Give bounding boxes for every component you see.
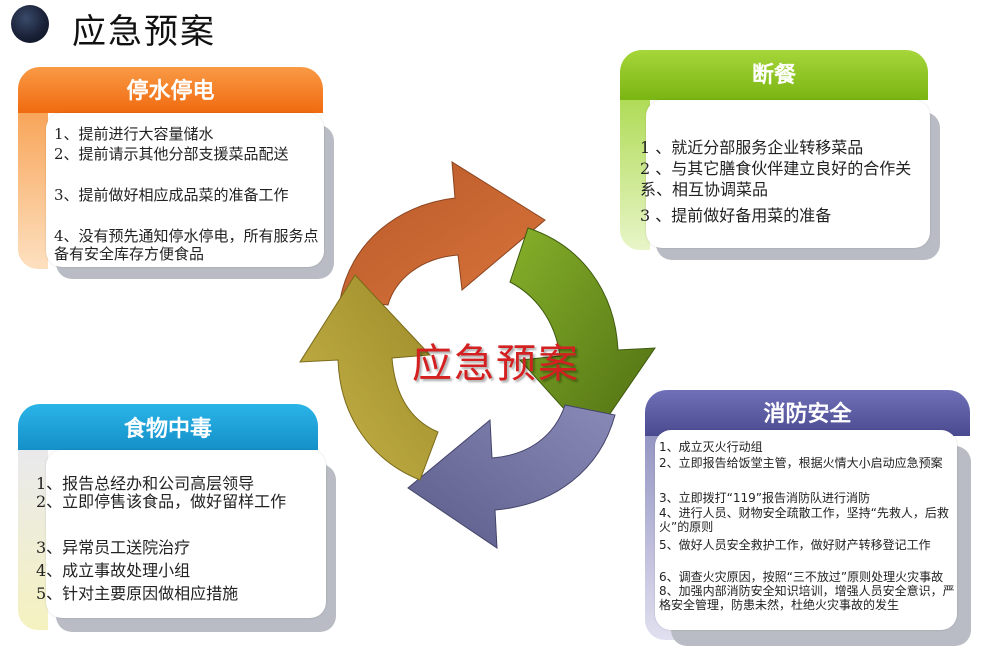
center-label: 应急预案 xyxy=(412,341,580,387)
arrow-bottom xyxy=(407,404,616,549)
arrow-right xyxy=(509,227,656,441)
card-fire-safety-item-4: 4、进行人员、财物安全疏散工作，坚持“先救人，后救火”的原则 xyxy=(659,506,949,534)
card-food-poison-item-2: 2、立即停售该食品，做好留样工作 xyxy=(36,492,287,511)
card-water-power-item-3: 3、提前做好相应成品菜的准备工作 xyxy=(54,186,289,204)
arrow-top xyxy=(339,161,546,306)
card-water-power: 停水停电 1、提前进行大容量储水 2、提前请示其他分部支援菜品配送 3、提前做好… xyxy=(18,67,334,279)
card-food-poison-title: 食物中毒 xyxy=(18,404,318,450)
card-meal-cut: 断餐 1 、就近分部服务企业转移菜品 2 、与其它膳食伙伴建立良好的合作关系、相… xyxy=(620,50,940,260)
card-food-poison-item-4: 4、成立事故处理小组 xyxy=(36,561,191,580)
page-title: 应急预案 xyxy=(72,12,216,52)
card-water-power-item-1: 1、提前进行大容量储水 xyxy=(54,125,214,143)
card-water-power-title: 停水停电 xyxy=(18,67,323,113)
card-fire-safety-item-5: 5、做好人员安全救护工作，做好财产转移登记工作 xyxy=(659,538,931,552)
card-meal-cut-item-3: 3 、提前做好备用菜的准备 xyxy=(640,206,832,225)
card-fire-safety-item-6: 6、调查火灾原因，按照“三不放过”原则处理火灾事故 8、加强内部消防安全知识培训… xyxy=(659,570,955,612)
card-water-power-item-4: 4、没有预先通知停水停电，所有服务点备有安全库存方便食品 xyxy=(54,227,319,263)
card-fire-safety-title: 消防安全 xyxy=(645,390,970,436)
card-meal-cut-item-1: 1 、就近分部服务企业转移菜品 xyxy=(640,138,864,157)
card-fire-safety-item-3: 3、立即拨打“119”报告消防队进行消防 xyxy=(659,491,870,505)
title-bullet-icon xyxy=(11,5,49,43)
card-water-power-item-2: 2、提前请示其他分部支援菜品配送 xyxy=(54,145,289,163)
card-food-poison-item-3: 3、异常员工送院治疗 xyxy=(36,538,191,557)
card-food-poison: 食物中毒 1、报告总经办和公司高层领导 2、立即停售该食品，做好留样工作 3、异… xyxy=(18,404,336,632)
card-food-poison-item-5: 5、针对主要原因做相应措施 xyxy=(36,584,239,603)
card-food-poison-item-1: 1、报告总经办和公司高层领导 xyxy=(36,474,255,493)
card-meal-cut-title: 断餐 xyxy=(620,50,928,100)
arrow-left xyxy=(299,274,439,481)
card-meal-cut-item-2: 2 、与其它膳食伙伴建立良好的合作关系、相互协调菜品 xyxy=(640,159,912,199)
card-fire-safety-item-2: 2、立即报告给饭堂主管，根据火情大小启动应急预案 xyxy=(659,456,943,470)
card-fire-safety-item-1: 1、成立灭火行动组 xyxy=(659,440,763,454)
card-fire-safety: 消防安全 1、成立灭火行动组 2、立即报告给饭堂主管，根据火情大小启动应急预案 … xyxy=(645,390,975,646)
